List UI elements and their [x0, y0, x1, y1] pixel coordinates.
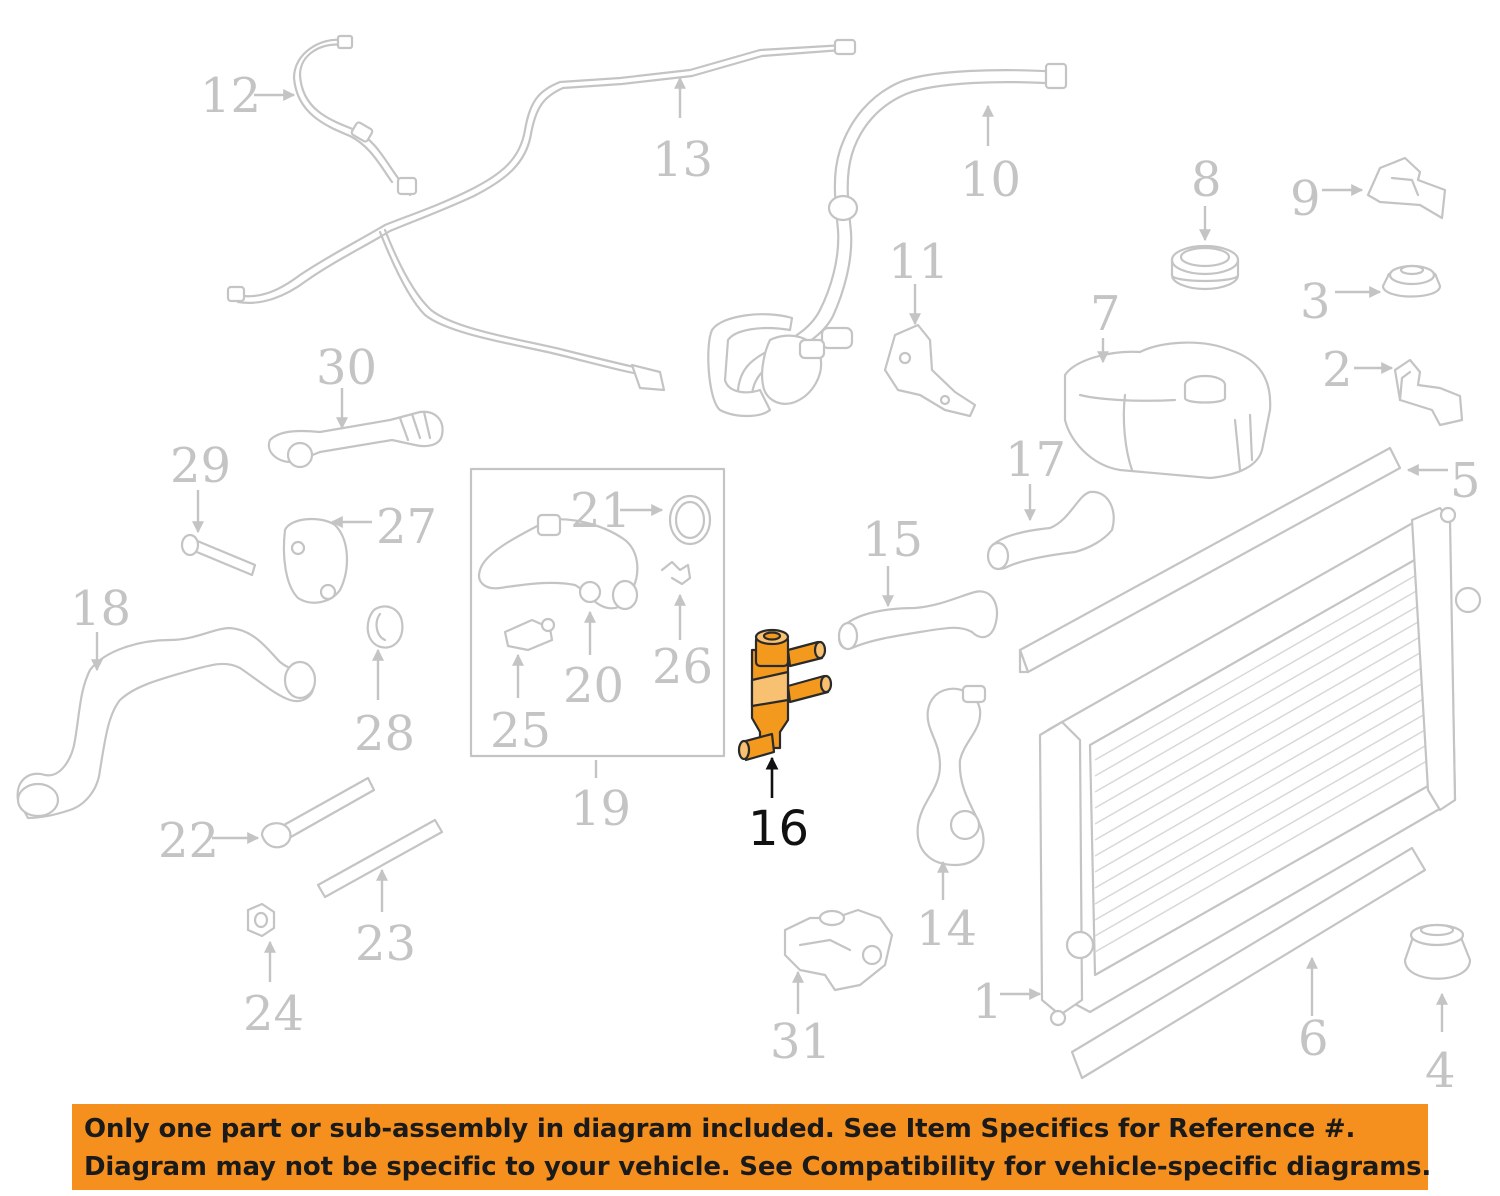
- callout-13: 13: [652, 132, 713, 188]
- callout-arrows: [91, 76, 1448, 1032]
- callout-7: 7: [1090, 286, 1121, 342]
- part-2-bracket: [1393, 358, 1464, 427]
- callout-29: 29: [170, 438, 231, 494]
- disclaimer-banner: Only one part or sub-assembly in diagram…: [72, 1104, 1432, 1190]
- part-18-hose: [16, 626, 317, 820]
- callout-25: 25: [490, 703, 551, 759]
- part-10-hose: [707, 62, 1068, 418]
- part-4-mount: [1403, 923, 1472, 980]
- part-15-hose: [837, 590, 999, 651]
- callout-12: 12: [200, 68, 261, 124]
- part-7-reservoir: [1063, 341, 1272, 480]
- part-20-housing: [477, 513, 639, 611]
- part-31-thermostat: [783, 908, 894, 992]
- part-23-pipe: [316, 818, 444, 899]
- callout-23: 23: [355, 916, 416, 972]
- callout-19: 19: [570, 781, 631, 837]
- callout-5: 5: [1450, 453, 1481, 509]
- part-29-bolt: [180, 533, 257, 577]
- part-5-seal: [1018, 446, 1402, 674]
- callout-14: 14: [916, 901, 977, 957]
- callout-24: 24: [243, 986, 304, 1042]
- callout-18: 18: [70, 581, 131, 637]
- callout-4: 4: [1425, 1043, 1456, 1099]
- part-1-radiator: [1038, 506, 1482, 1027]
- callout-22: 22: [158, 813, 219, 869]
- part-3-grommet: [1381, 264, 1442, 298]
- radiator-fins: [1094, 565, 1433, 953]
- callout-1: 1: [972, 974, 1003, 1030]
- part-12-hose: [292, 34, 418, 197]
- callout-15: 15: [862, 512, 923, 568]
- callout-11: 11: [888, 234, 949, 290]
- callout-9: 9: [1290, 171, 1321, 227]
- part-27-housing: [282, 517, 349, 604]
- part-8-cap: [1170, 244, 1240, 291]
- part-13-line: [226, 38, 857, 392]
- callout-31: 31: [770, 1014, 831, 1070]
- callout-26: 26: [652, 639, 713, 695]
- callout-30: 30: [316, 340, 377, 396]
- callout-17: 17: [1005, 432, 1066, 488]
- disclaimer-line-2: Diagram may not be specific to your vehi…: [84, 1152, 1432, 1182]
- callout-28: 28: [354, 706, 415, 762]
- callout-10: 10: [960, 152, 1021, 208]
- part-25-sensor: [503, 617, 556, 652]
- part-14-hose: [916, 684, 987, 867]
- callout-3: 3: [1300, 274, 1331, 330]
- callout-labels: 12 13 10 8 9 11 3 7 2 30 5 17 29 21 27 1…: [70, 68, 1481, 1099]
- part-28-clamp: [366, 605, 404, 649]
- disclaimer-line-1: Only one part or sub-assembly in diagram…: [84, 1114, 1356, 1144]
- callout-20: 20: [563, 658, 624, 714]
- callout-16-highlighted: 16: [748, 801, 809, 857]
- part-22-bolt: [260, 776, 376, 849]
- part-11-bracket: [883, 323, 977, 418]
- part-9-clip: [1366, 156, 1447, 220]
- callout-21: 21: [570, 483, 631, 539]
- part-26-clip: [660, 560, 692, 586]
- part-6-seal: [1070, 846, 1427, 1080]
- part-17-hose: [986, 490, 1115, 571]
- callout-2: 2: [1322, 342, 1353, 398]
- callout-6: 6: [1298, 1011, 1329, 1067]
- part-24-nut: [246, 902, 276, 938]
- callout-27: 27: [376, 499, 437, 555]
- part-16-valve-highlighted[interactable]: [737, 628, 833, 762]
- callout-8: 8: [1191, 152, 1222, 208]
- part-21-oring: [668, 494, 712, 546]
- part-30-pipe: [267, 410, 444, 469]
